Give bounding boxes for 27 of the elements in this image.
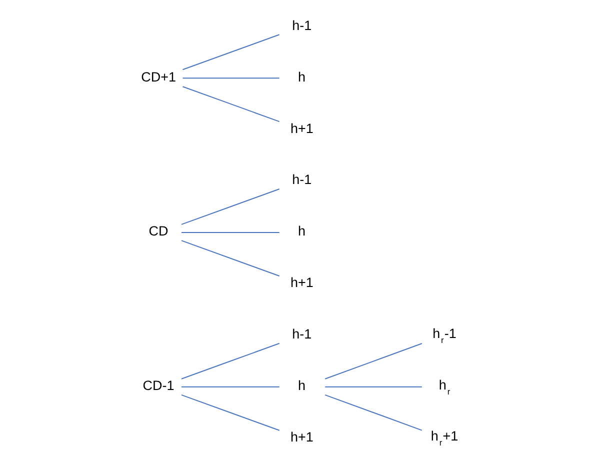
- node-text: CD: [148, 224, 168, 239]
- node-text: CD+1: [140, 69, 176, 84]
- node-text: CD-1: [142, 378, 174, 394]
- node-text: h: [298, 224, 306, 239]
- node-text: h+1: [290, 430, 313, 445]
- connector: [324, 394, 422, 431]
- node-text: h$_{r}$-1: [432, 326, 456, 345]
- connector: [180, 240, 280, 276]
- connector: [182, 78, 279, 79]
- connector: [180, 394, 280, 431]
- node-text: h+1: [290, 275, 313, 290]
- node-text: h-1: [292, 326, 312, 342]
- node-text: h$_{r}$+1: [430, 428, 458, 448]
- node-text: h+1: [290, 120, 313, 136]
- node-text: h-1: [292, 172, 312, 188]
- connector: [180, 342, 280, 380]
- connector: [180, 188, 280, 225]
- node-text: h: [298, 378, 306, 394]
- connector: [182, 34, 279, 70]
- connector: [180, 386, 279, 388]
- connector: [180, 232, 279, 233]
- node-text: h$_{r}$: [438, 377, 450, 396]
- connector: [324, 343, 422, 380]
- node-text: h-1: [292, 18, 312, 33]
- connector: [324, 386, 422, 388]
- connector: [182, 86, 279, 122]
- node-text: h: [298, 69, 306, 84]
